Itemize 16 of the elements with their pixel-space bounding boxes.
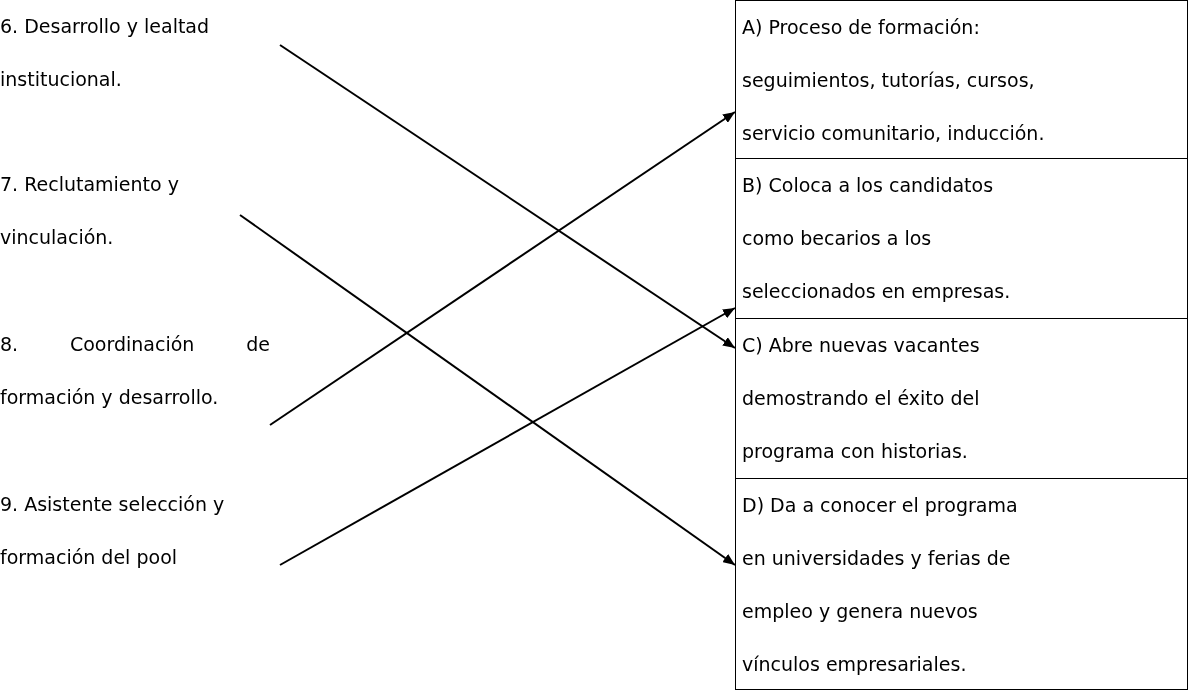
answer-box bbox=[735, 318, 1188, 479]
answer-box bbox=[735, 478, 1188, 690]
answer-box bbox=[735, 0, 1188, 159]
item-text: 7. Reclutamiento y vinculación. bbox=[0, 172, 180, 250]
arrow bbox=[279, 44, 736, 349]
answer-text: A) Proceso de formación: seguimientos, tutorías, cursos, servicio comunitario, inducción. bbox=[742, 15, 1046, 146]
item-text: 8. Coordinación de formación y desarrollo. bbox=[0, 332, 270, 410]
item-text: 6. Desarrollo y lealtad institucional. bbox=[0, 14, 211, 92]
answer-text: C) Abre nuevas vacantes demostrando el éxito del programa con historias. bbox=[742, 333, 981, 464]
answer-box bbox=[735, 158, 1188, 319]
answer-text: D) Da a conocer el programa en universidades y ferias de empleo y genera nuevos vínculos empresariales. bbox=[742, 493, 1019, 677]
answer-text: B) Coloca a los candidatos como becarios a los seleccionados en empresas. bbox=[742, 173, 1012, 304]
arrow bbox=[279, 307, 736, 566]
arrow bbox=[269, 111, 736, 426]
arrow bbox=[239, 214, 736, 566]
item-text: 9. Asistente selección y formación del pool bbox=[0, 492, 226, 570]
